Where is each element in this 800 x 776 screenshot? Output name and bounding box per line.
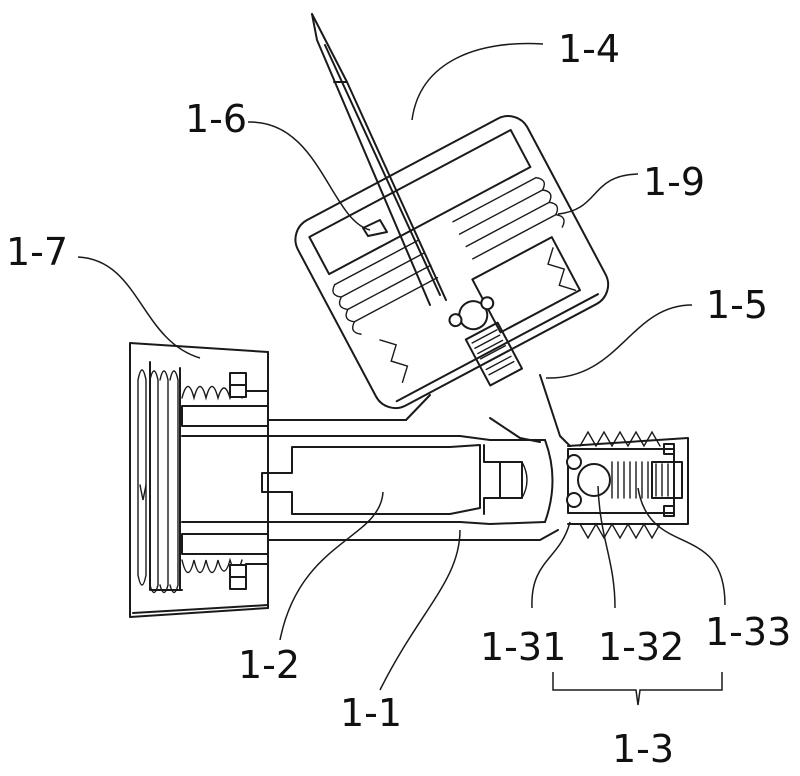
leader-1-9 [557, 173, 639, 215]
angled-branch [405, 374, 571, 447]
leader-1-31 [531, 521, 571, 609]
leader-1-33 [637, 487, 726, 606]
bellows-housing [294, 115, 610, 410]
label-1-32: 1-32 [598, 625, 684, 669]
label-1-33: 1-33 [705, 610, 791, 654]
piercing-needle [311, 13, 447, 306]
leader-1-2 [279, 491, 384, 641]
bracket-1-3 [552, 672, 723, 706]
leader-lines [77, 42, 726, 706]
label-1-6: 1-6 [185, 97, 247, 141]
threaded-cap [129, 342, 269, 618]
label-1-5: 1-5 [706, 283, 768, 327]
leader-1-4 [411, 42, 544, 121]
leader-1-6 [247, 121, 371, 231]
label-1-9: 1-9 [643, 160, 705, 204]
valve-assembly [566, 430, 689, 540]
main-body [181, 351, 559, 609]
leader-1-7 [77, 256, 201, 359]
label-1-4: 1-4 [558, 27, 620, 71]
leader-1-32 [597, 485, 616, 609]
label-1-1: 1-1 [340, 691, 402, 735]
label-1-31: 1-31 [480, 625, 566, 669]
label-1-7: 1-7 [6, 230, 68, 274]
leader-1-1 [379, 529, 461, 691]
label-1-3: 1-3 [612, 727, 674, 771]
leader-1-5 [545, 304, 693, 379]
label-1-2: 1-2 [238, 643, 300, 687]
